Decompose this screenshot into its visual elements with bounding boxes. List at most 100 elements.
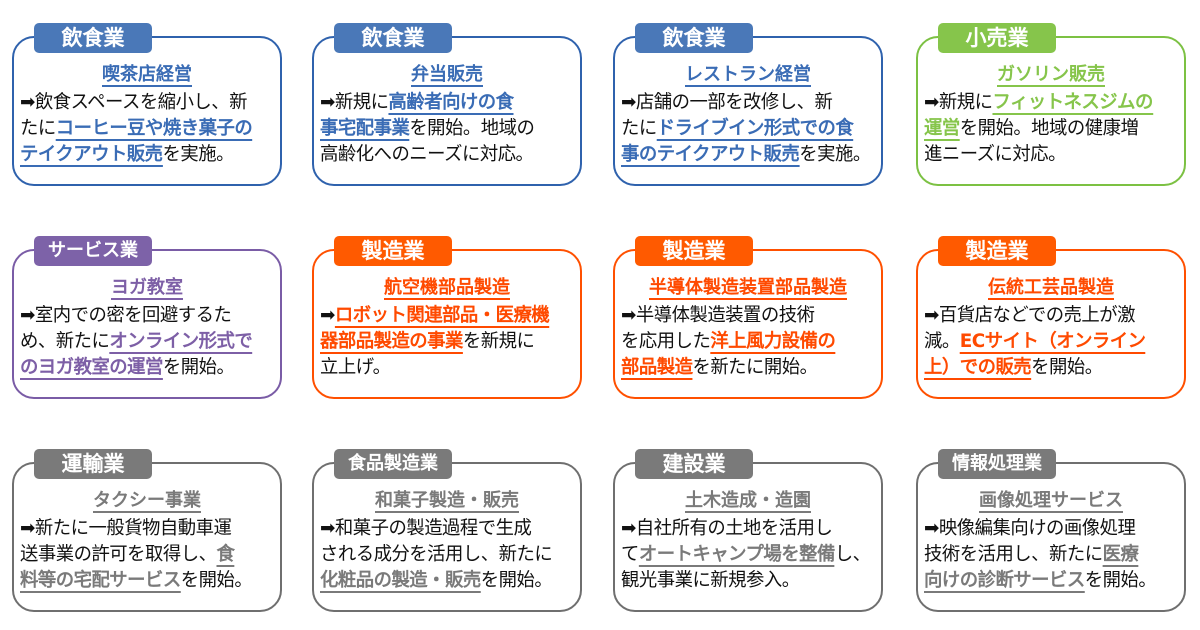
description-line: 高齢化へのニーズに対応。: [320, 142, 578, 168]
pivot-description: ➡飲食スペースを縮小し、新たにコーヒー豆や焼き菓子のテイクアウト販売を実施。: [20, 90, 280, 168]
plain-text: ➡飲食スペースを縮小し、新: [20, 92, 248, 113]
description-line: を応用した洋上風力設備の: [621, 329, 879, 355]
highlighted-text: オートキャンプ場を整備: [638, 544, 835, 567]
business-title: レストラン経営: [685, 64, 811, 87]
highlighted-text: 事のテイクアウト販売: [621, 144, 800, 167]
example-card: 小売業ガソリン販売➡新規にフィットネスジムの運営を開始。地域の健康増進ニーズに対…: [916, 23, 1186, 186]
plain-text: を実施。: [162, 144, 235, 165]
example-card: サービス業ヨガ教室➡室内での密を回避するため、新たにオンライン形式でのヨガ教室の…: [12, 236, 282, 399]
plain-text: を応用した: [621, 331, 711, 352]
description-line: される成分を活用し、新たに: [320, 542, 578, 568]
description-line: ➡新たに一般貨物自動車運: [20, 516, 278, 542]
plain-text: ➡店舗の一部を改修し、新: [621, 92, 833, 113]
highlighted-text: 料等の宅配サービス: [20, 570, 181, 593]
highlighted-text: オンライン形式で: [109, 331, 253, 354]
highlighted-text: テイクアウト販売: [20, 144, 163, 167]
highlighted-text: ECサイト（オンライン: [959, 331, 1146, 354]
description-line: 向けの診断サービスを開始。: [924, 568, 1182, 594]
business-title: 和菓子製造・販売: [375, 490, 519, 513]
description-line: 技術を活用し、新たに医療: [924, 542, 1182, 568]
plain-text: 観光事業に新規参入。: [621, 570, 800, 591]
highlighted-text: 事宅配事業: [320, 118, 410, 141]
industry-tab: 飲食業: [334, 23, 452, 53]
example-card: 製造業半導体製造装置部品製造➡半導体製造装置の技術を応用した洋上風力設備の部品製…: [613, 236, 883, 399]
business-title: 半導体製造装置部品製造: [649, 277, 847, 300]
example-card: 食品製造業和菓子製造・販売➡和菓子の製造過程で生成される成分を活用し、新たに化粧…: [312, 449, 582, 612]
description-line: 運営を開始。地域の健康増: [924, 116, 1182, 142]
description-line: たにドライブイン形式での食: [621, 116, 879, 142]
plain-text: 進ニーズに対応。: [924, 144, 1066, 165]
plain-text: を新たに開始。: [692, 357, 818, 378]
description-line: 器部品製造の事業を新規に: [320, 329, 578, 355]
plain-text: される成分を活用し、新たに: [320, 544, 553, 565]
description-line: ➡ロボット関連部品・医療機: [320, 303, 578, 329]
plain-text: を開始。: [480, 570, 553, 591]
business-title: 航空機部品製造: [384, 277, 510, 300]
highlighted-text: ロボット関連部品・医療機: [334, 305, 550, 328]
plain-text: たに: [20, 118, 56, 139]
description-line: ➡和菓子の製造過程で生成: [320, 516, 578, 542]
plain-text: を実施。: [799, 144, 871, 165]
pivot-description: ➡新規にフィットネスジムの運営を開始。地域の健康増進ニーズに対応。: [924, 90, 1184, 168]
plain-text: ➡新規に: [320, 92, 389, 113]
business-title: 伝統工芸品製造: [988, 277, 1114, 300]
description-line: 立上げ。: [320, 355, 578, 381]
business-title: ヨガ教室: [111, 277, 183, 300]
business-title: 画像処理サービス: [979, 490, 1123, 513]
pivot-description: ➡自社所有の土地を活用してオートキャンプ場を整備し、観光事業に新規参入。: [621, 516, 881, 594]
industry-tab: 製造業: [938, 236, 1056, 266]
plain-text: 高齢化へのニーズに対応。: [320, 144, 534, 165]
pivot-description: ➡半導体製造装置の技術を応用した洋上風力設備の部品製造を新たに開始。: [621, 303, 881, 381]
description-line: ➡店舗の一部を改修し、新: [621, 90, 879, 116]
plain-text: ➡映像編集向けの画像処理: [924, 518, 1136, 539]
plain-text: ➡半導体製造装置の技術: [621, 305, 815, 326]
example-card: 製造業伝統工芸品製造 ➡百貨店などでの売上が激減。ECサイト（オンライン上）での販…: [916, 236, 1186, 399]
plain-text: を開始。: [180, 570, 253, 591]
description-line: ➡自社所有の土地を活用し: [621, 516, 879, 542]
plain-text: を開始。: [162, 357, 235, 378]
highlighted-text: 食: [216, 544, 235, 567]
business-title: タクシー事業: [93, 490, 201, 513]
example-card: 運輸業タクシー事業➡新たに一般貨物自動車運送事業の許可を取得し、食料等の宅配サー…: [12, 449, 282, 612]
plain-text: 減。: [924, 331, 960, 352]
description-line: 化粧品の製造・販売を開始。: [320, 568, 578, 594]
description-line: たにコーヒー豆や焼き菓子の: [20, 116, 278, 142]
plain-text: を開始。: [1031, 357, 1103, 378]
industry-tab: 飲食業: [34, 23, 152, 53]
plain-text: め、新たに: [20, 331, 110, 352]
description-line: ➡映像編集向けの画像処理: [924, 516, 1182, 542]
example-card: 建設業土木造成・造園➡自社所有の土地を活用してオートキャンプ場を整備し、観光事業…: [613, 449, 883, 612]
plain-text: を新規に: [462, 331, 535, 352]
pivot-description: ➡新規に高齢者向けの食事宅配事業を開始。地域の高齢化へのニーズに対応。: [320, 90, 580, 168]
plain-text: を開始。地域の健康増: [959, 118, 1139, 139]
plain-text: たに: [621, 118, 657, 139]
business-title: ガソリン販売: [997, 64, 1105, 87]
example-card: 情報処理業画像処理サービス➡映像編集向けの画像処理技術を活用し、新たに医療向けの…: [916, 449, 1186, 612]
industry-tab: 製造業: [635, 236, 753, 266]
highlighted-text: フィットネスジムの: [992, 92, 1153, 115]
pivot-description: ➡百貨店などでの売上が激減。ECサイト（オンライン上）での販売を開始。: [924, 303, 1184, 381]
description-line: 送事業の許可を取得し、食: [20, 542, 278, 568]
description-line: 事のテイクアウト販売を実施。: [621, 142, 879, 168]
industry-tab: 製造業: [334, 236, 452, 266]
highlighted-text: 向けの診断サービス: [924, 570, 1085, 593]
description-line: ➡飲食スペースを縮小し、新: [20, 90, 278, 116]
plain-text: て: [621, 544, 639, 565]
highlighted-text: 洋上風力設備の: [710, 331, 836, 354]
industry-tab: 飲食業: [635, 23, 753, 53]
plain-text: ➡百貨店などでの売上が激: [924, 305, 1136, 326]
example-card: 飲食業レストラン経営 ➡店舗の一部を改修し、新たにドライブイン形式での食事のテイク…: [613, 23, 883, 186]
industry-tab: 食品製造業: [334, 449, 452, 479]
example-card: 飲食業喫茶店経営➡飲食スペースを縮小し、新たにコーヒー豆や焼き菓子のテイクアウト…: [12, 23, 282, 186]
description-line: 料等の宅配サービスを開始。: [20, 568, 278, 594]
highlighted-text: 高齢者向けの食: [388, 92, 514, 115]
pivot-description: ➡映像編集向けの画像処理技術を活用し、新たに医療向けの診断サービスを開始。: [924, 516, 1184, 594]
description-line: め、新たにオンライン形式で: [20, 329, 278, 355]
industry-tab: サービス業: [34, 236, 152, 266]
highlighted-text: 化粧品の製造・販売: [320, 570, 481, 593]
plain-text: を開始。地域の: [409, 118, 535, 139]
description-line: のヨガ教室の運営を開始。: [20, 355, 278, 381]
highlighted-text: のヨガ教室の運営: [20, 357, 163, 380]
highlighted-text: 器部品製造の事業: [320, 331, 463, 354]
highlighted-text: コーヒー豆や焼き菓子の: [55, 118, 253, 141]
